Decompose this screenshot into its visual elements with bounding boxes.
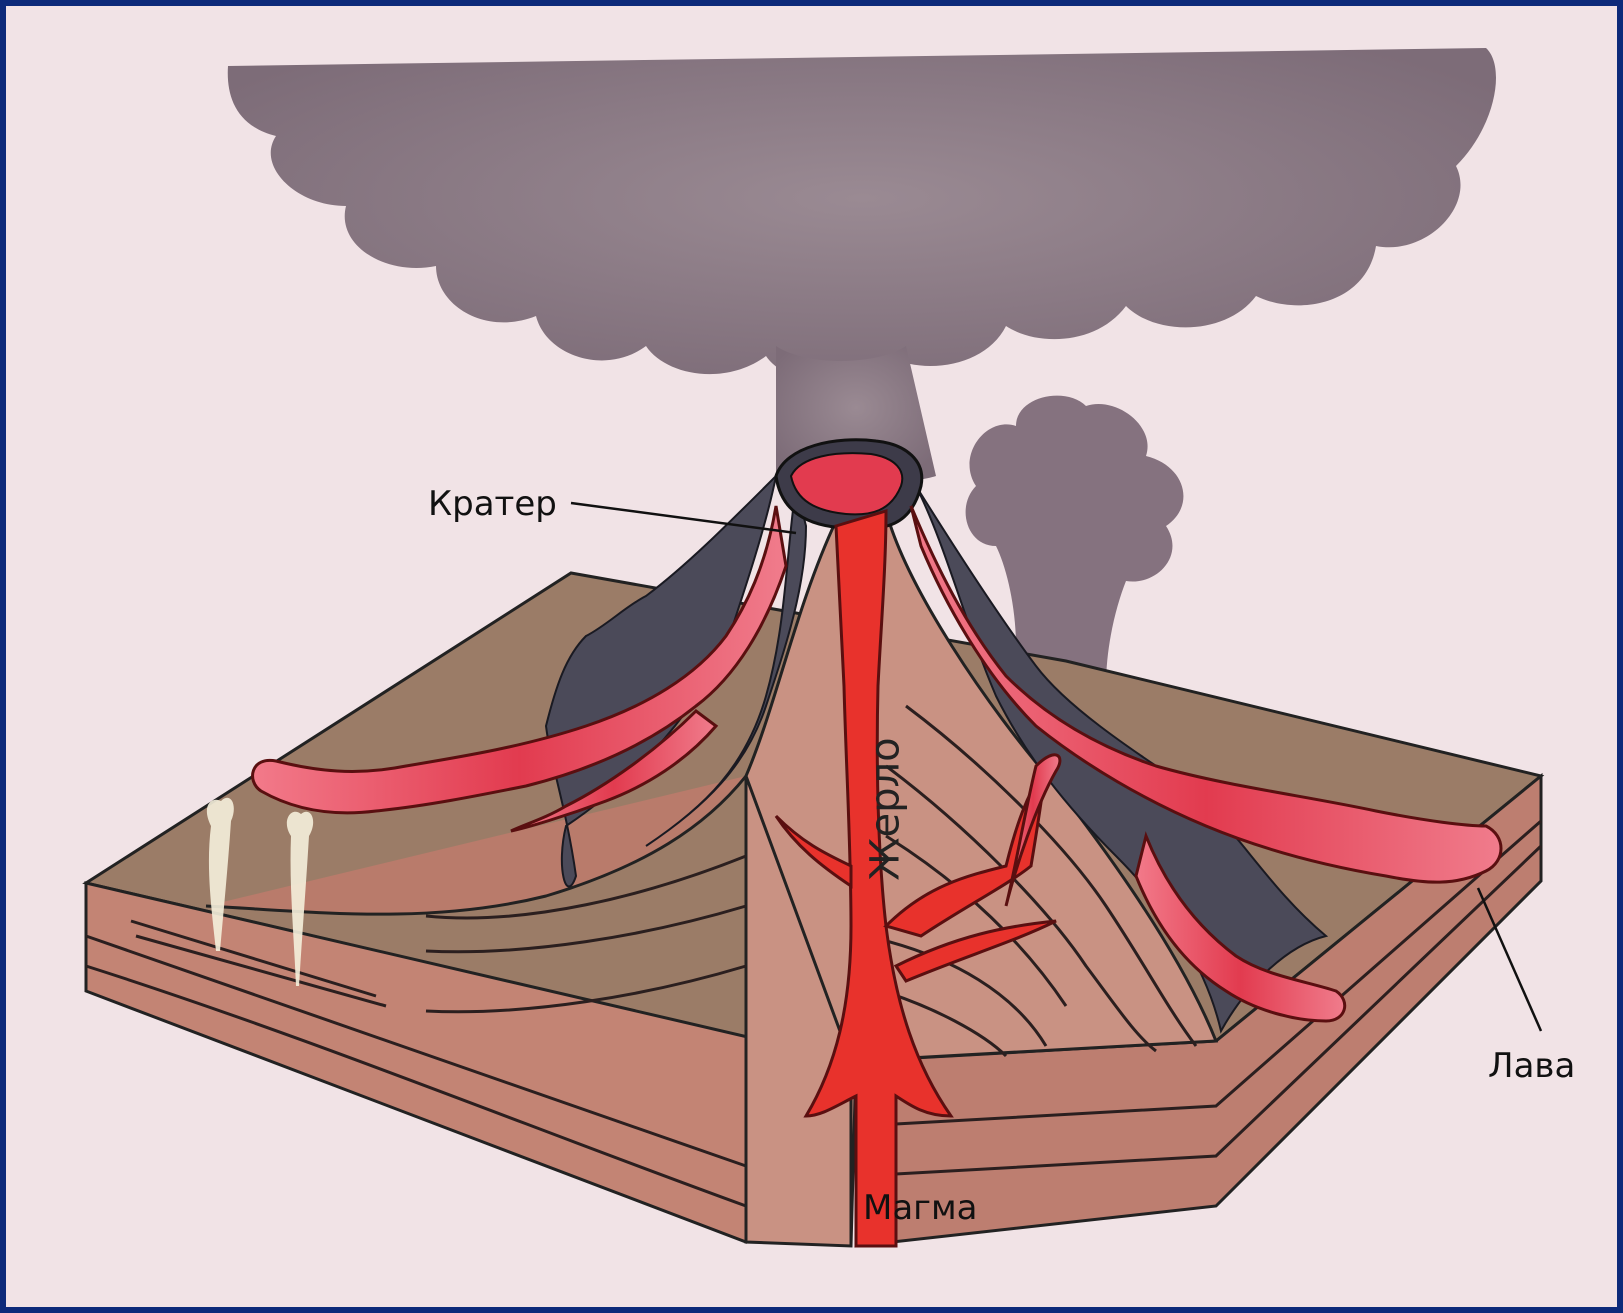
vent-label: Жерло (863, 737, 909, 880)
ash-cloud (228, 48, 1496, 484)
volcano-diagram (6, 6, 1617, 1307)
diagram-frame: Кратер Жерло Магма Лава (6, 6, 1617, 1307)
magma-label: Магма (863, 1188, 978, 1228)
crater-label: Кратер (428, 484, 557, 524)
lava-label: Лава (1488, 1046, 1575, 1086)
crater (776, 440, 922, 529)
